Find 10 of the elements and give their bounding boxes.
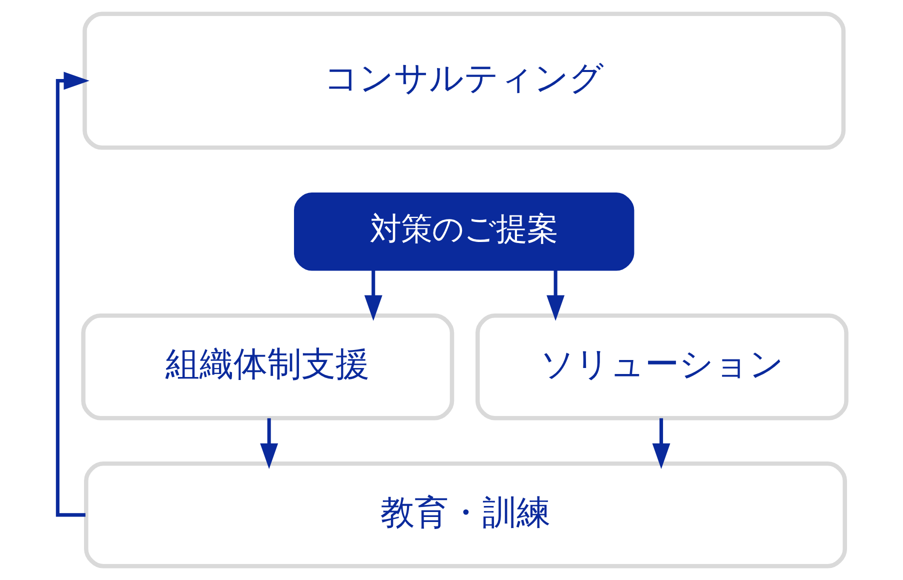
node-box: 教育・訓練 [84,462,847,568]
node-box: 対策のご提案 [294,192,634,271]
arrow [55,72,89,517]
arrow [260,418,278,470]
arrow [364,270,382,321]
arrow [652,418,670,470]
node-box: コンサルティング [82,12,846,150]
node-box: 組織体制支援 [80,314,454,420]
arrow [546,270,564,321]
node-box: ソリューション [475,314,848,420]
